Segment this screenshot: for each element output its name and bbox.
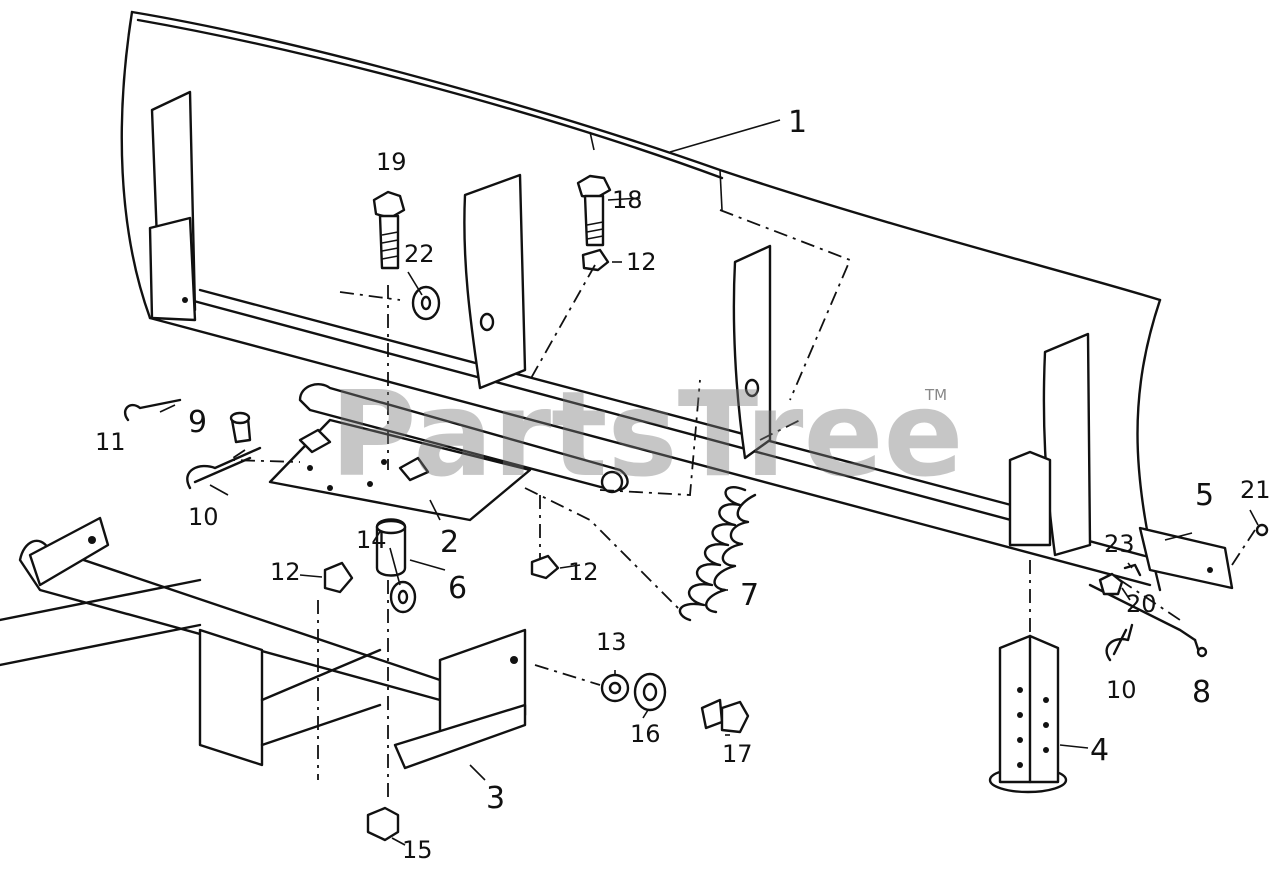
callout-22: 22 xyxy=(404,240,435,268)
callout-11: 11 xyxy=(95,428,126,456)
callout-18: 18 xyxy=(612,186,643,214)
callout-10-left: 10 xyxy=(188,503,219,531)
callout-10-right: 10 xyxy=(1106,676,1137,704)
callout-1: 1 xyxy=(788,105,807,140)
part-20-nut[interactable] xyxy=(1098,572,1124,596)
callout-5: 5 xyxy=(1195,478,1214,513)
part-23-pin[interactable] xyxy=(1123,563,1142,577)
callout-17: 17 xyxy=(722,740,753,768)
part-10-clip-left[interactable] xyxy=(186,446,262,490)
part-12-nut-c[interactable] xyxy=(323,561,354,594)
callout-16: 16 xyxy=(630,720,661,748)
part-13-bushing[interactable] xyxy=(600,673,630,703)
callout-2: 2 xyxy=(440,525,459,560)
part-9-pin[interactable] xyxy=(229,411,252,444)
part-19-bolt[interactable] xyxy=(372,190,406,270)
part-17-bolt[interactable] xyxy=(700,698,750,734)
callout-12-upper: 12 xyxy=(626,248,657,276)
blade-rib-left xyxy=(148,90,197,322)
part-18-bolt[interactable] xyxy=(576,174,612,247)
part-11-clip[interactable] xyxy=(123,398,182,422)
callout-3: 3 xyxy=(486,781,505,816)
watermark-trademark: TM xyxy=(924,386,947,404)
callout-20: 20 xyxy=(1126,590,1157,618)
assembly-guide-lines xyxy=(227,209,1256,800)
part-6-spacer[interactable] xyxy=(375,518,407,577)
part-3-frame[interactable] xyxy=(0,516,527,770)
callout-7: 7 xyxy=(740,578,759,613)
leader-lines xyxy=(159,119,1259,846)
callout-4: 4 xyxy=(1090,733,1109,768)
part-7-spring[interactable] xyxy=(678,486,757,622)
part-16-washer[interactable] xyxy=(633,672,667,712)
blade-rib-center-right xyxy=(732,244,772,460)
callout-6: 6 xyxy=(448,571,467,606)
part-21-clip[interactable] xyxy=(1255,523,1269,537)
callout-23: 23 xyxy=(1104,530,1135,558)
part-4-shoe[interactable] xyxy=(988,634,1068,794)
callout-15: 15 xyxy=(402,836,433,864)
watermark-logo: PartsTree xyxy=(330,365,964,503)
callout-9: 9 xyxy=(188,405,207,440)
part-1-blade[interactable] xyxy=(120,10,1162,592)
part-10-clip-right[interactable] xyxy=(1105,623,1134,662)
part-12-nut-b[interactable] xyxy=(530,554,560,580)
callout-8: 8 xyxy=(1192,675,1211,710)
part-22-washer[interactable] xyxy=(411,285,441,321)
blade-rib-center-left xyxy=(463,173,527,390)
shoe-bracket xyxy=(1008,450,1052,547)
part-8-pin[interactable] xyxy=(1088,583,1208,658)
callout-12-middle: 12 xyxy=(568,558,599,586)
callout-14: 14 xyxy=(356,526,387,554)
part-15-nut[interactable] xyxy=(366,806,400,842)
part-12-nut-a[interactable] xyxy=(581,248,610,272)
callout-13: 13 xyxy=(596,628,627,656)
part-14-washer[interactable] xyxy=(389,580,417,614)
part-2-mount-plate[interactable] xyxy=(268,383,629,522)
callout-21: 21 xyxy=(1240,476,1271,504)
callout-19: 19 xyxy=(376,148,407,176)
part-5-side-bar[interactable] xyxy=(1138,526,1234,590)
callout-12-left: 12 xyxy=(270,558,301,586)
